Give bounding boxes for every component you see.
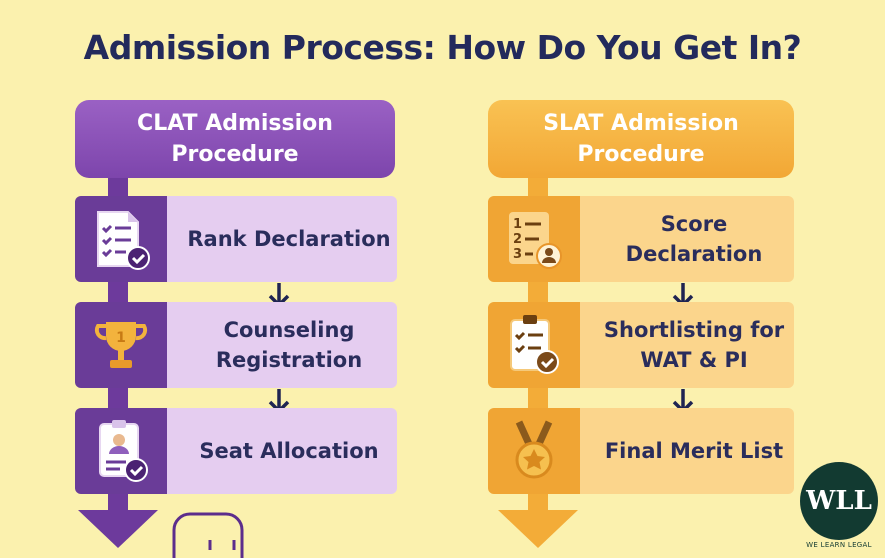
id-card-icon [99, 420, 148, 482]
step-label: Counseling Registration [167, 302, 397, 388]
clat-flow-arrowhead [78, 510, 158, 548]
medal-icon [515, 420, 553, 479]
clat-step-counseling-registration: 1 Counseling Registration [75, 302, 397, 388]
clipboard-check-icon [510, 315, 559, 374]
step-label: Final Merit List [580, 408, 794, 494]
svg-text:1: 1 [513, 217, 522, 232]
clat-header: CLAT Admission Procedure [75, 100, 395, 178]
slat-flow-arrowhead [498, 510, 578, 548]
page-title: Admission Process: How Do You Get In? [83, 28, 802, 67]
clat-step-seat-allocation: Seat Allocation [75, 408, 397, 494]
svg-text:2: 2 [513, 232, 522, 247]
checklist-icon [97, 211, 150, 270]
slat-step-final-merit-list: Final Merit List [488, 408, 794, 494]
clat-column: CLAT Admission Procedure Rank Declaratio… [60, 0, 397, 558]
clat-step-rank-declaration: Rank Declaration [75, 196, 397, 282]
logo-tagline: WE LEARN LEGAL [806, 541, 872, 549]
step-label: Score Declaration [580, 196, 794, 282]
trophy-icon: 1 [94, 322, 148, 368]
step-label: Seat Allocation [167, 408, 397, 494]
step-label: Rank Declaration [167, 196, 397, 282]
step-label: Shortlisting for WAT & PI [580, 302, 794, 388]
wll-logo: WLL [800, 462, 878, 540]
svg-text:1: 1 [116, 330, 126, 346]
svg-text:3: 3 [513, 247, 522, 262]
slat-header: SLAT Admission Procedure [488, 100, 794, 178]
mascot-doodle-icon [172, 512, 244, 558]
ranked-list-icon: 123 [509, 212, 562, 269]
slat-step-shortlisting: Shortlisting for WAT & PI [488, 302, 794, 388]
